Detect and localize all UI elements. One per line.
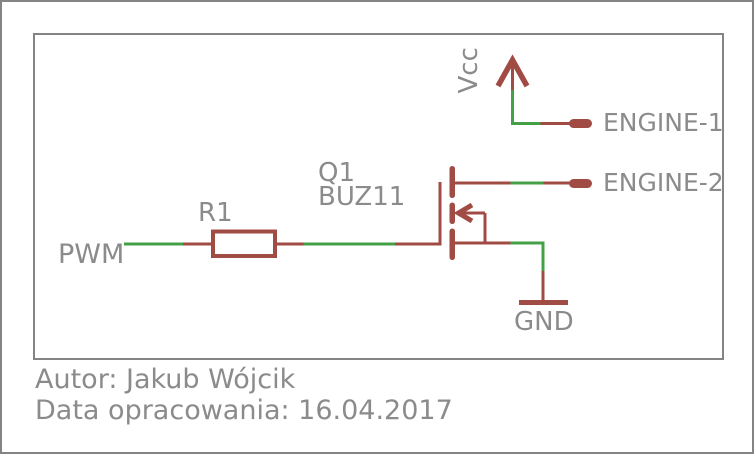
engine1-label: ENGINE-1 xyxy=(603,108,724,137)
mosfet-value-label: BUZ11 xyxy=(318,182,406,212)
schematic-frame xyxy=(33,33,724,360)
title-block: Autor: Jakub Wójcik Data opracowania: 16… xyxy=(35,364,453,426)
mosfet-q1-symbol xyxy=(438,166,512,260)
pad-engine-1 xyxy=(569,119,592,128)
wire-vcc-to-engine1 xyxy=(511,90,570,125)
mosfet-ref-label: Q1 xyxy=(318,158,356,188)
author-line: Autor: Jakub Wójcik xyxy=(35,364,296,395)
wire-source-to-gnd xyxy=(510,241,545,302)
gnd-label: GND xyxy=(514,307,574,337)
pad-engine-2 xyxy=(569,179,592,188)
date-line: Data opracowania: 16.04.2017 xyxy=(35,395,453,426)
pwm-net-label: PWM xyxy=(58,239,125,270)
vcc-arrow-icon xyxy=(495,54,530,92)
resistor-r1-symbol xyxy=(211,229,277,258)
vcc-label: Vcc xyxy=(453,47,484,94)
resistor-ref-label: R1 xyxy=(198,198,233,228)
engine2-label: ENGINE-2 xyxy=(603,168,724,197)
